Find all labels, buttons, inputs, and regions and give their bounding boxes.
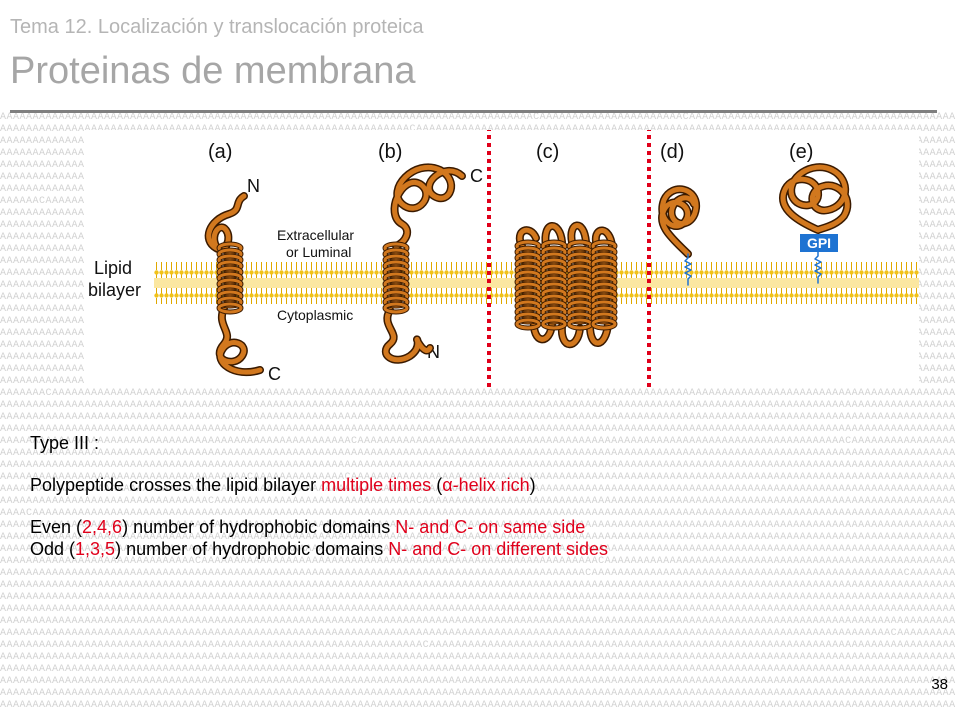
odd-text: Odd ( (30, 539, 76, 559)
gpi-anchor-box (800, 234, 838, 252)
transmembrane-helices (216, 239, 618, 331)
line1-text: Polypeptide crosses the lipid bilayer (30, 475, 322, 495)
cytoplasmic-label: Cytoplasmic (277, 307, 353, 323)
even-mid: ) number of hydrophobic domains (122, 517, 396, 537)
terminus-label-b-top: C (470, 166, 483, 186)
membrane-diagram-svg: (a) (b) (c) (d) (e) Lipid bilayer Extrac… (88, 130, 919, 387)
odd-highlight: N- and C- on different sides (388, 539, 609, 559)
panel-label-b: (b) (378, 141, 402, 163)
lipid-anchor-e (814, 251, 822, 284)
helix-c-1 (514, 239, 542, 331)
panel-label-d: (d) (660, 141, 684, 163)
page-number: 38 (931, 676, 948, 693)
protein-b (381, 163, 466, 364)
line1-highlight: multiple times (321, 475, 432, 495)
odd-numbers: 1,3,5 (75, 539, 116, 559)
gpi-label: GPI (807, 235, 831, 251)
terminus-label-a-top: N (247, 176, 260, 196)
line-multiple-crossings: Polypeptide crosses the lipid bilayer mu… (30, 474, 910, 496)
panel-label-c: (c) (536, 141, 559, 163)
protein-d (658, 185, 701, 258)
extracellular-label-line2: or Luminal (286, 244, 351, 260)
slide-subtitle: Tema 12. Localización y translocación pr… (10, 16, 424, 38)
type-label: Type III : (30, 433, 100, 453)
even-highlight: N- and C- on same side (395, 517, 586, 537)
panel-label-e: (e) (789, 141, 813, 163)
body-text: Type III : Polypeptide crosses the lipid… (30, 432, 910, 560)
panel-label-a: (a) (208, 141, 232, 163)
terminus-label-a-bottom: C (268, 364, 281, 384)
line-even: Even (2,4,6) number of hydrophobic domai… (30, 516, 910, 538)
helix-b (382, 241, 410, 315)
even-numbers: 2,4,6 (82, 517, 123, 537)
membrane-protein-figure: (a) (b) (c) (d) (e) Lipid bilayer Extrac… (84, 130, 919, 387)
helix-a (216, 241, 244, 315)
protein-e (779, 163, 852, 234)
line-odd: Odd (1,3,5) number of hydrophobic domain… (30, 538, 910, 560)
even-text: Even ( (30, 517, 83, 537)
title-divider (10, 110, 937, 113)
helix-c-4 (590, 239, 618, 331)
line1-end: ) (529, 475, 536, 495)
odd-mid: ) number of hydrophobic domains (115, 539, 389, 559)
protein-a (204, 192, 264, 377)
line1-mid: ( (431, 475, 443, 495)
line1-highlight2: α-helix rich (442, 475, 530, 495)
slide-title: Proteinas de membrana (10, 50, 416, 92)
helix-c-3 (566, 239, 594, 331)
lipid-label-line2: bilayer (88, 280, 141, 300)
lipid-anchor-d (684, 253, 692, 286)
helix-c-2 (540, 239, 568, 331)
lipid-label-line1: Lipid (94, 258, 132, 278)
extracellular-label-line1: Extracellular (277, 227, 354, 243)
